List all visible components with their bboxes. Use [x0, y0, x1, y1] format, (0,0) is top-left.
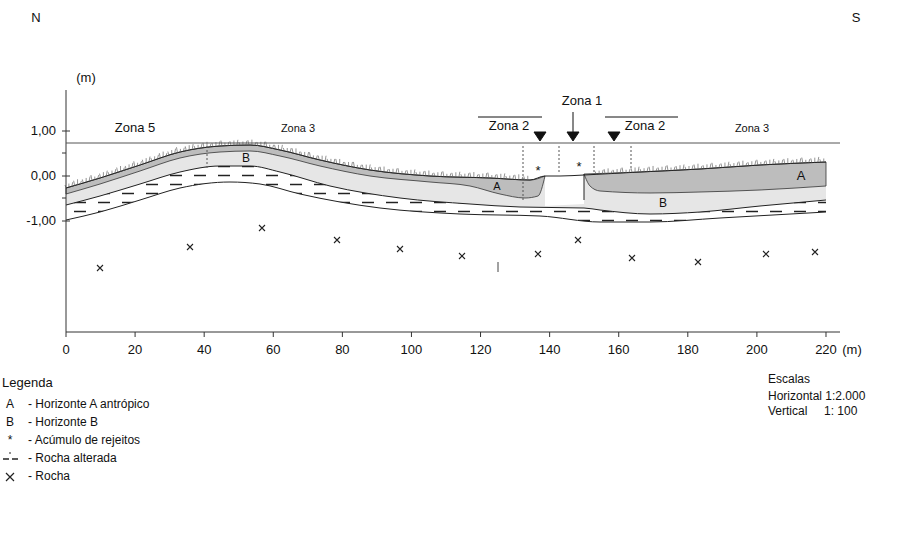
zone-separators: [207, 146, 631, 200]
x-tick-label: 200: [746, 343, 768, 357]
x-tick: [411, 332, 412, 337]
x-tick-label: 0: [62, 343, 69, 357]
legend-symbol: *: [8, 434, 13, 447]
horizon-a: [584, 162, 826, 193]
x-tick: [480, 332, 481, 337]
x-tick-label: 100: [401, 343, 423, 357]
zone-label: Zona 5: [115, 121, 155, 135]
direction-label: S: [852, 11, 861, 25]
direction-label: N: [31, 11, 40, 25]
x-tick-label: 60: [266, 343, 280, 357]
rock-mark: [535, 251, 541, 257]
horizon-label: *: [576, 160, 581, 174]
x-tick-label: 20: [128, 343, 142, 357]
legend-text: - Acúmulo de rejeitos: [28, 434, 140, 447]
x-tick-label: 80: [335, 343, 349, 357]
x-tick-label: 140: [539, 343, 561, 357]
scale-text: Vertical 1: 100: [768, 405, 857, 418]
legend-text: - Rocha alterada: [28, 452, 117, 465]
legend-symbol: B: [6, 416, 14, 429]
rock-mark: [575, 237, 581, 243]
altered-rock: [66, 166, 826, 222]
x-tick: [66, 332, 67, 337]
y-tick-label: -1,00: [26, 214, 56, 228]
x-tick-label: 160: [608, 343, 630, 357]
x-tick: [756, 332, 757, 337]
scale-text: Horizontal 1:2.000: [768, 390, 865, 403]
axes: [62, 90, 840, 332]
x-tick: [618, 332, 619, 337]
legend-text: - Rocha: [28, 470, 70, 483]
rock-mark: [763, 251, 769, 257]
x-tick: [825, 332, 826, 337]
x-tick-label: 120: [470, 343, 492, 357]
horizon-boundary: [66, 166, 826, 214]
horizon-boundary: [66, 145, 826, 188]
x-ticks: [66, 332, 826, 337]
legend-text: - Horizonte B: [28, 416, 98, 429]
rock-mark: [97, 265, 103, 271]
rock-marks: [97, 225, 818, 271]
zone-1-ground: [545, 175, 584, 206]
x-tick: [204, 332, 205, 337]
legend-samples: [3, 452, 18, 481]
axis-unit: (m): [76, 71, 96, 85]
y-tick-label: 0,00: [31, 169, 56, 183]
zone-label: Zona 3: [735, 122, 769, 134]
horizon-label: A: [493, 180, 500, 192]
axis-unit: (m): [842, 343, 862, 357]
rock-mark: [334, 237, 340, 243]
y-tick-label: 1,00: [31, 124, 56, 138]
zone-label: Zona 3: [281, 122, 315, 134]
rock-mark: [459, 253, 465, 259]
horizon-label: A: [797, 169, 806, 183]
rock-mark: [812, 249, 818, 255]
rock-mark: [629, 255, 635, 261]
rock-mark: [259, 225, 265, 231]
rock-mark: [695, 259, 701, 265]
legend-symbol: A: [6, 398, 14, 411]
x-tick-label: 180: [677, 343, 699, 357]
legend-title: Legenda: [2, 376, 53, 390]
x-tick-label: 220: [815, 343, 837, 357]
x-tick: [687, 332, 688, 337]
x-tick-label: 40: [197, 343, 211, 357]
mark: [498, 262, 499, 272]
horizon-label: B: [659, 197, 667, 210]
horizon-label: *: [535, 164, 540, 178]
soil-layers: [65, 140, 826, 272]
x-tick: [549, 332, 550, 337]
zone-label: Zona 1: [562, 94, 602, 108]
zone-markers: [478, 112, 678, 141]
scale-title: Escalas: [768, 373, 810, 386]
x-tick: [273, 332, 274, 337]
horizon-boundary: [66, 182, 826, 222]
rock-mark: [187, 244, 193, 250]
x-tick: [342, 332, 343, 337]
cut-edge: [584, 174, 585, 200]
horizon-label: B: [242, 152, 250, 165]
zone-label: Zona 2: [489, 119, 529, 133]
legend-text: - Horizonte A antrópico: [28, 398, 149, 411]
x-tick: [135, 332, 136, 337]
grass: [65, 140, 824, 188]
zone-label: Zona 2: [625, 119, 665, 133]
rock-mark: [397, 246, 403, 252]
